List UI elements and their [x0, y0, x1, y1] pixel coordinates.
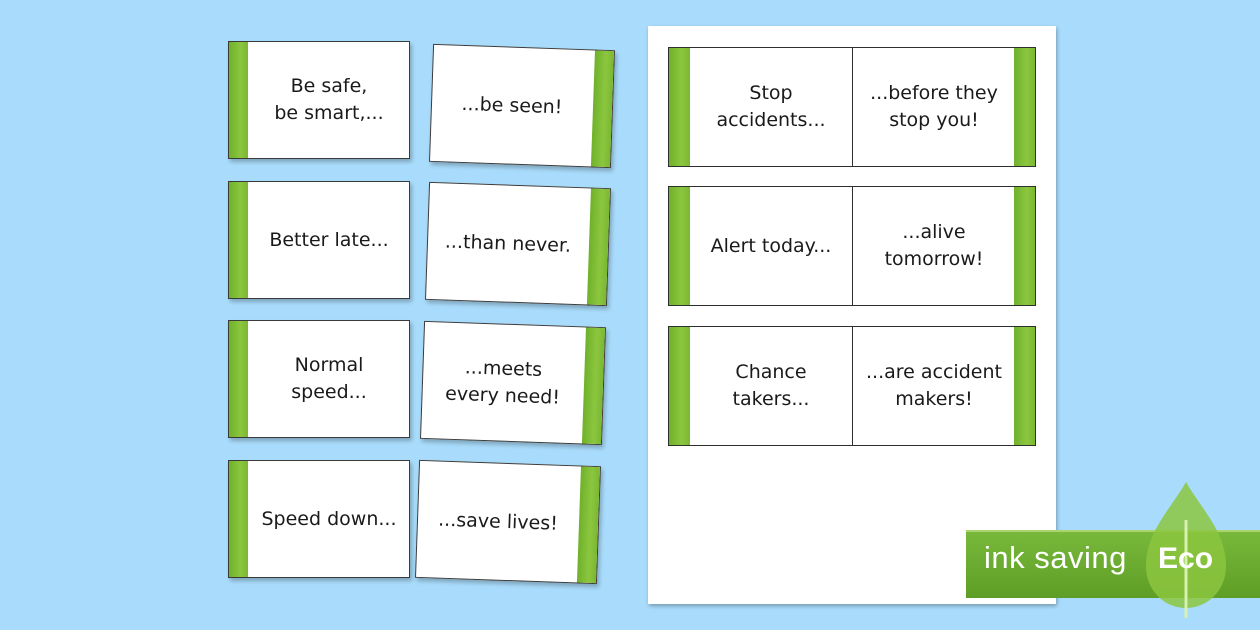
printable-sheet: Stop accidents... ...before they stop yo… — [648, 26, 1056, 604]
phrase-card: Normal speed... — [228, 320, 410, 438]
card-green-strip — [669, 327, 690, 445]
card-green-strip — [1014, 187, 1035, 305]
eco-label: Eco — [1158, 542, 1214, 575]
card-green-strip — [586, 188, 610, 306]
card-text: ...be seen! — [461, 92, 563, 118]
card-text: ...meets every need! — [444, 356, 561, 409]
phrase-card: Better late... — [228, 181, 410, 299]
pair-left-text: Stop accidents... — [716, 82, 826, 131]
card-green-strip — [229, 42, 248, 158]
card-green-strip — [590, 50, 614, 168]
card-pair: Stop accidents... ...before they stop yo… — [668, 47, 1036, 167]
pair-divider — [852, 327, 853, 445]
eco-leaf-icon — [1146, 482, 1226, 618]
card-green-strip — [229, 182, 248, 298]
phrase-card: Be safe, be smart,... — [228, 41, 410, 159]
phrase-card: Speed down... — [228, 460, 410, 578]
card-text: Speed down... — [261, 507, 397, 530]
card-green-strip — [1014, 48, 1035, 166]
card-green-strip — [581, 327, 605, 445]
card-text: ...save lives! — [437, 508, 559, 535]
card-text: Normal speed... — [291, 354, 367, 403]
pair-left-text: Chance takers... — [732, 361, 810, 410]
card-green-strip — [229, 321, 248, 437]
pair-right-text: ...are accident makers! — [866, 361, 1002, 410]
card-green-strip — [576, 466, 600, 584]
phrase-card: ...save lives! — [414, 459, 602, 585]
pair-divider — [852, 187, 853, 305]
card-pair: Chance takers... ...are accident makers! — [668, 326, 1036, 446]
card-green-strip — [669, 187, 690, 305]
pair-left-text: Alert today... — [710, 234, 832, 257]
card-pair: Alert today... ...alive tomorrow! — [668, 186, 1036, 306]
card-text: ...than never. — [444, 229, 572, 257]
card-text: Be safe, be smart,... — [274, 75, 384, 124]
phrase-card: ...meets every need! — [419, 320, 607, 446]
pair-divider — [852, 48, 853, 166]
phrase-card: ...than never. — [424, 181, 612, 307]
card-text: Better late... — [269, 228, 389, 251]
card-green-strip — [229, 461, 248, 577]
ink-saving-label: ink saving — [984, 540, 1127, 575]
pair-right-text: ...before they stop you! — [870, 82, 998, 131]
phrase-card: ...be seen! — [428, 43, 616, 169]
card-green-strip — [1014, 327, 1035, 445]
card-green-strip — [669, 48, 690, 166]
pair-right-text: ...alive tomorrow! — [884, 221, 984, 270]
